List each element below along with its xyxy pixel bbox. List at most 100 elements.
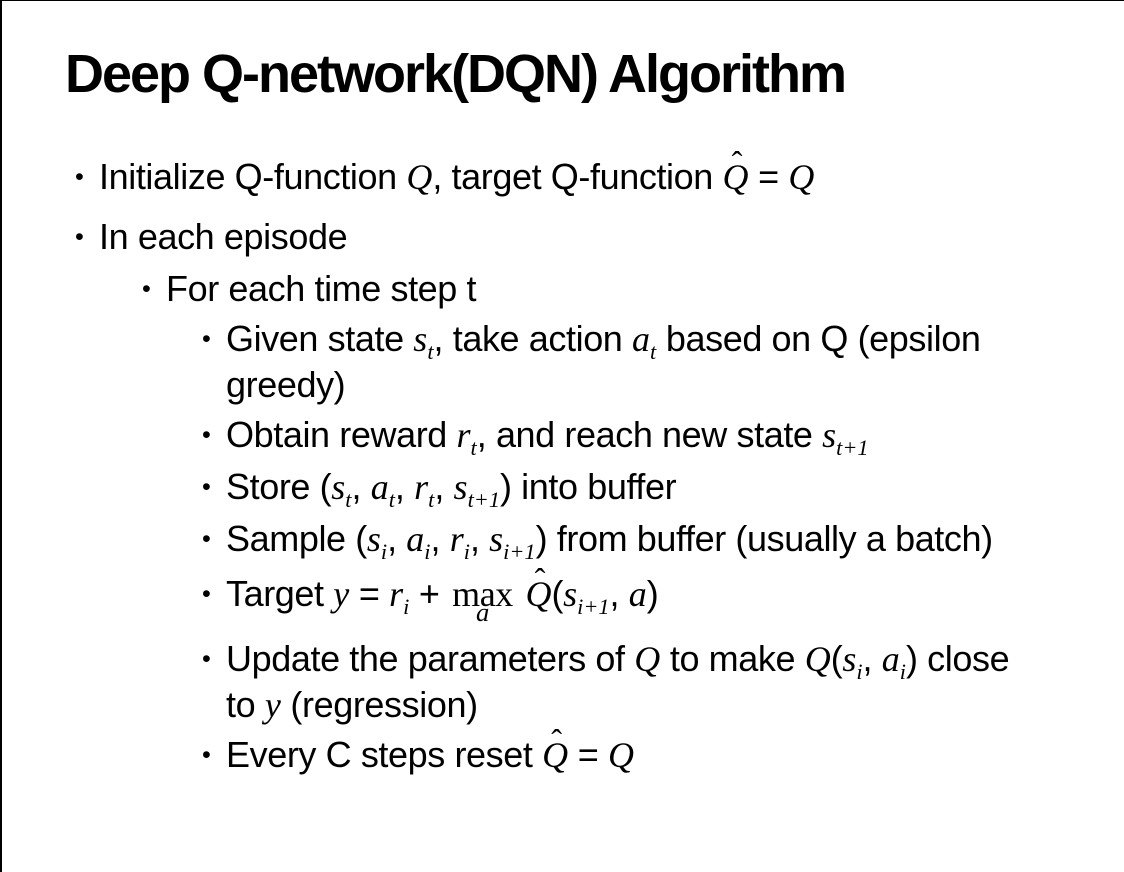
text-run: , bbox=[351, 466, 371, 507]
math-var: r bbox=[456, 415, 471, 455]
text-run: , bbox=[387, 518, 407, 559]
math-var: Q bbox=[788, 157, 815, 197]
text-run: ) bbox=[646, 573, 659, 614]
math-subscript: i bbox=[403, 594, 410, 620]
text-run: ( bbox=[830, 638, 843, 679]
math-var: s bbox=[413, 319, 428, 359]
bullet-marker-icon: • bbox=[202, 645, 211, 673]
bullet-text: Update the parameters of Q to make Q(si,… bbox=[226, 636, 1010, 728]
text-run: ) into buffer bbox=[499, 466, 677, 507]
math-subscript: t+1 bbox=[836, 435, 869, 461]
math-var: s bbox=[366, 519, 381, 559]
text-run: greedy) bbox=[226, 364, 346, 405]
math-subscript: t+1 bbox=[467, 487, 500, 513]
math-subscript: t bbox=[650, 339, 657, 365]
math-var: s bbox=[453, 467, 468, 507]
math-var: Q bbox=[634, 639, 661, 679]
bullet-list: •Initialize Q-function Q, target Q-funct… bbox=[2, 148, 1112, 778]
math-subscript: t bbox=[427, 339, 434, 365]
math-var: a bbox=[632, 319, 651, 359]
text-run: to bbox=[226, 684, 265, 725]
bullet-item: • Sample (si, ai, ri, si+1) from buffer (… bbox=[2, 516, 1112, 565]
bullet-marker-icon: • bbox=[202, 525, 211, 553]
bullet-item: •Initialize Q-function Q, target Q-funct… bbox=[2, 148, 1112, 200]
math-var: s bbox=[563, 574, 578, 614]
math-subscript: i bbox=[424, 539, 431, 565]
math-subscript: t bbox=[345, 487, 352, 513]
math-subscript: i+1 bbox=[503, 539, 536, 565]
math-var: s bbox=[822, 415, 837, 455]
text-run: ( bbox=[551, 573, 564, 614]
text-run: , bbox=[862, 638, 882, 679]
text-run: Update the parameters of bbox=[226, 638, 635, 679]
math-subscript: i bbox=[856, 659, 863, 685]
bullet-marker-icon: • bbox=[75, 163, 84, 191]
text-run: , bbox=[430, 518, 450, 559]
text-run: , bbox=[469, 518, 490, 559]
text-run: = bbox=[748, 156, 789, 197]
bullet-text: Sample (si, ai, ri, si+1) from buffer (u… bbox=[226, 516, 994, 565]
math-var: y bbox=[264, 685, 281, 725]
math-subscript: i bbox=[463, 539, 470, 565]
bullet-text: For each time step t bbox=[166, 266, 477, 312]
math-var: Q bbox=[542, 735, 569, 775]
bullet-item: •Update the parameters of Q to make Q(si… bbox=[2, 636, 1112, 728]
text-run: = bbox=[568, 734, 608, 775]
bullet-item: • Store (st, at, rt, st+1) into buffer bbox=[2, 464, 1112, 513]
math-var: Q bbox=[722, 157, 749, 197]
bullet-marker-icon: • bbox=[202, 580, 211, 608]
text-run: , bbox=[394, 466, 415, 507]
text-run: Sample ( bbox=[226, 518, 367, 559]
bullet-marker-icon: • bbox=[142, 275, 151, 303]
slide-title: Deep Q-network(DQN) Algorithm bbox=[65, 44, 847, 104]
bullet-marker-icon: • bbox=[202, 741, 211, 769]
math-var: a bbox=[881, 639, 900, 679]
text-run: For each time step t bbox=[166, 268, 477, 309]
bullet-item: •In each episode bbox=[2, 214, 1112, 260]
text-run: Target bbox=[226, 573, 334, 614]
text-run: , target Q-function bbox=[432, 156, 723, 197]
math-var: s bbox=[489, 519, 504, 559]
text-run: , and reach new state bbox=[476, 414, 823, 455]
text-run: = bbox=[349, 573, 390, 614]
bullet-text: Store (st, at, rt, st+1) into buffer bbox=[226, 464, 677, 513]
bullet-item: • For each time step t bbox=[2, 266, 1112, 312]
text-run: (regression) bbox=[280, 684, 478, 725]
text-run: Initialize Q-function bbox=[99, 156, 407, 197]
math-var: Q bbox=[804, 639, 831, 679]
text-run: Store ( bbox=[226, 466, 332, 507]
text-run: + bbox=[409, 573, 450, 614]
math-var: Q bbox=[525, 574, 552, 614]
bullet-text: Initialize Q-function Q, target Q-functi… bbox=[99, 148, 815, 200]
hat-icon: ˆ bbox=[731, 145, 743, 182]
math-var: Q bbox=[406, 157, 433, 197]
text-run: ) close bbox=[905, 638, 1010, 679]
bullet-text: Obtain reward rt, and reach new state st… bbox=[226, 412, 869, 461]
math-var: s bbox=[842, 639, 857, 679]
text-run: Every C steps reset bbox=[226, 734, 543, 775]
bullet-marker-icon: • bbox=[202, 473, 211, 501]
text-run: to make bbox=[660, 638, 805, 679]
math-subscript: i+1 bbox=[577, 594, 610, 620]
hat-icon: ˆ bbox=[534, 562, 546, 599]
text-run: Obtain reward bbox=[226, 414, 457, 455]
text-run: Given state bbox=[226, 318, 414, 359]
text-run bbox=[516, 573, 526, 614]
text-run: ) from buffer (usually a batch) bbox=[535, 518, 994, 559]
bullet-marker-icon: • bbox=[202, 325, 211, 353]
text-run: In each episode bbox=[99, 216, 348, 257]
math-subscript: t bbox=[428, 487, 435, 513]
math-var: s bbox=[331, 467, 346, 507]
math-subscript: t bbox=[388, 487, 395, 513]
math-var: a bbox=[370, 467, 389, 507]
bullet-marker-icon: • bbox=[202, 421, 211, 449]
